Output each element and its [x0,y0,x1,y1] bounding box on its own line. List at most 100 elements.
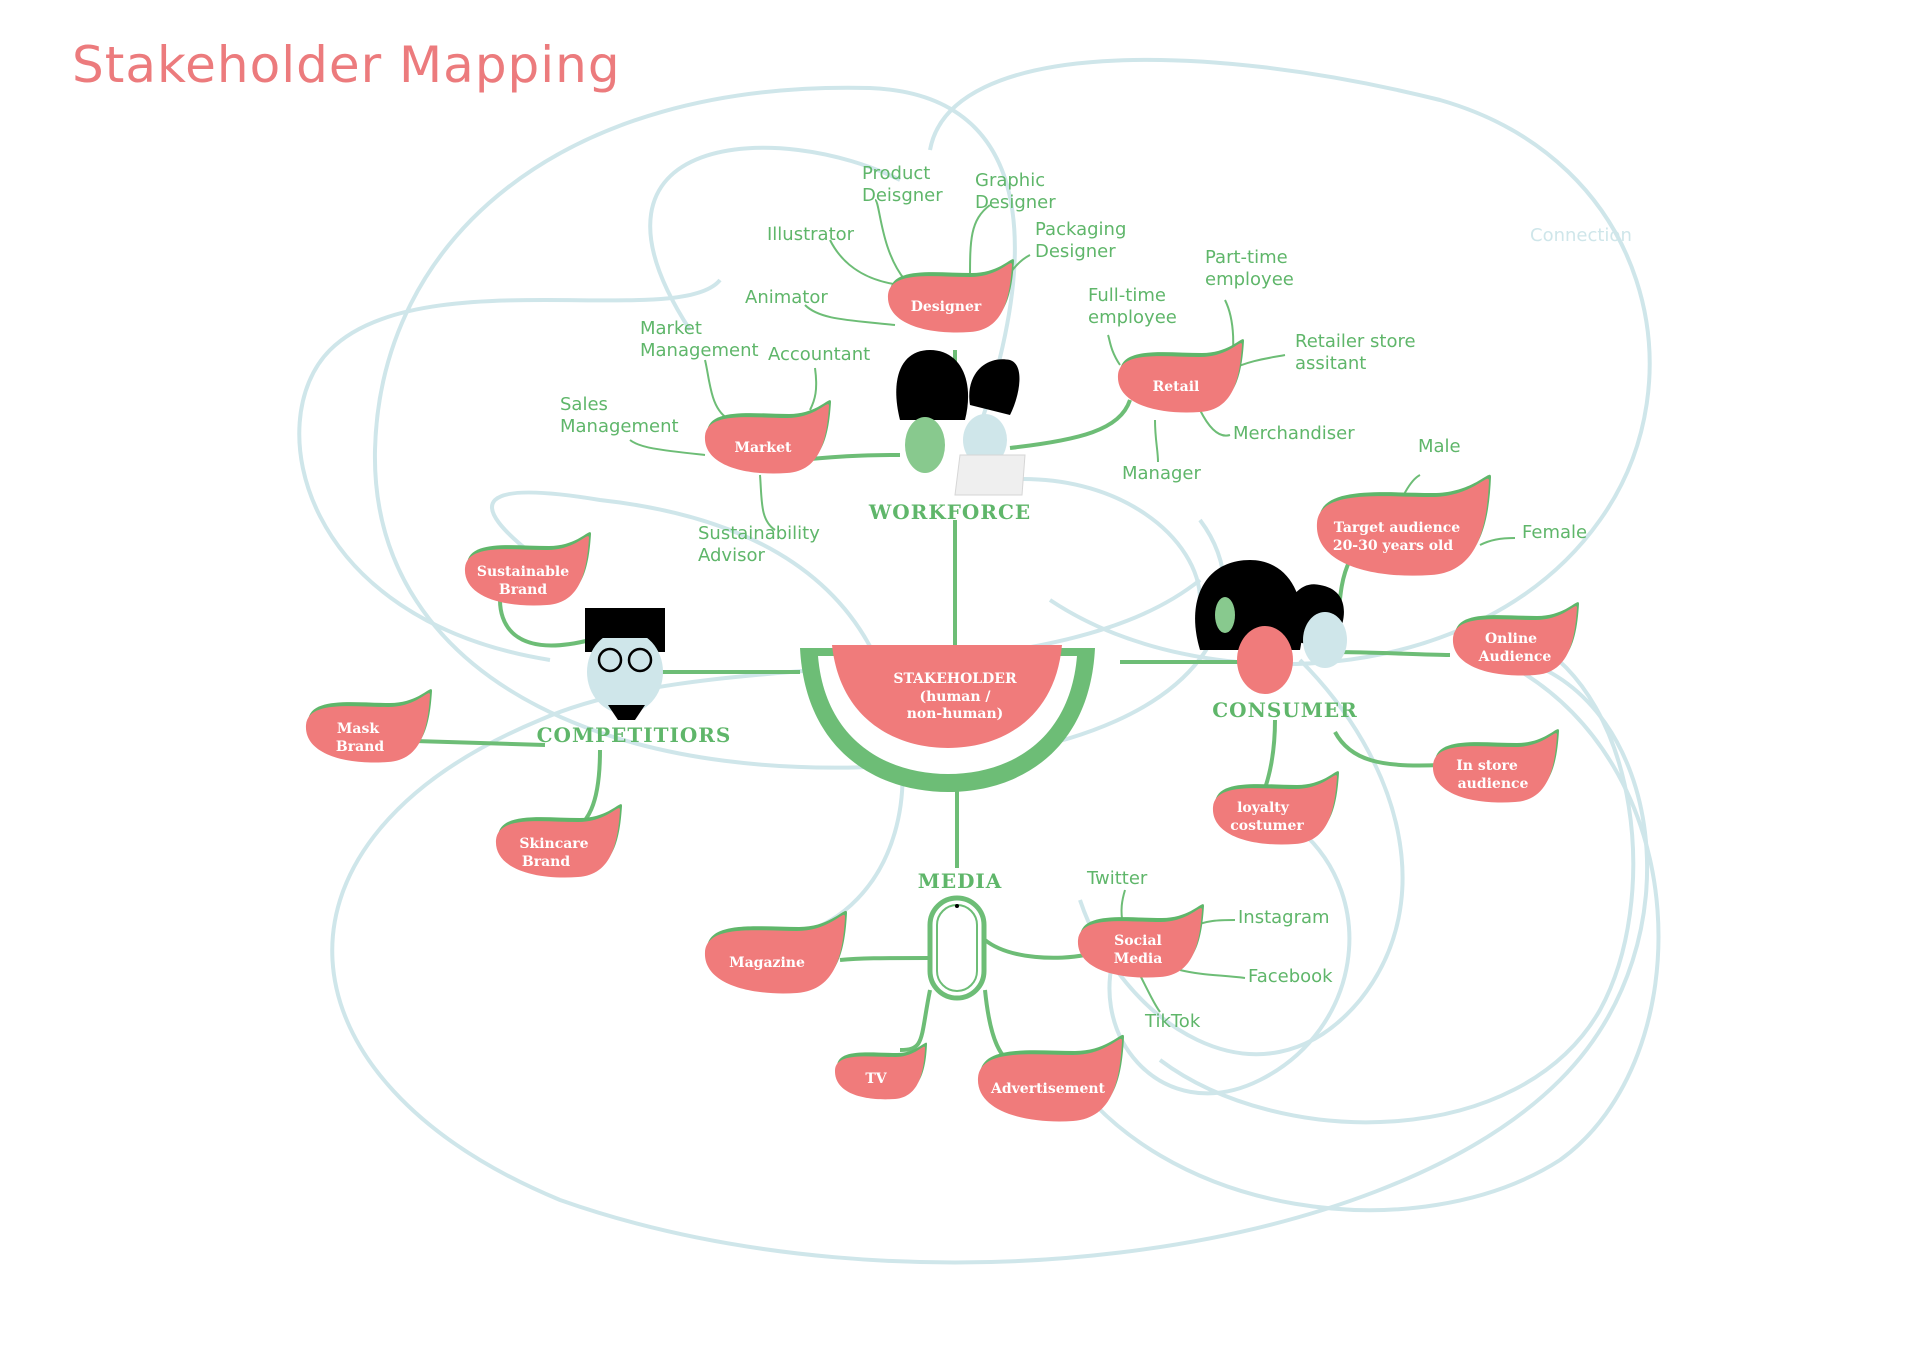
laptop-icon [954,454,1026,496]
leaf-animator: Animator [745,287,828,308]
edge-competitors-sustainable [498,599,591,648]
node-label: Media [1114,951,1163,967]
node-market[interactable]: Market [704,400,831,474]
node-label: Brand [522,854,570,870]
face-icon [1237,626,1293,694]
edge-workforce-retail [1009,399,1132,450]
node-label: loyalty [1237,800,1290,816]
leaf-retailer-store-1: Retailer store [1295,331,1416,352]
node-mask-brand[interactable]: Mask Brand [305,689,432,763]
face-icon [963,414,1007,466]
leaf-edge [804,304,896,326]
leaf-edge [809,367,818,411]
edge-media-social [983,938,1086,960]
connection-loop [1058,658,1661,1213]
leaf-edge [759,474,776,531]
node-loyalty-customer[interactable]: loyalty costumer [1212,771,1339,845]
node-label: Brand [336,739,384,755]
connection-loop [928,57,1652,667]
leaf-facebook: Facebook [1248,966,1333,987]
leaf-edge [1199,409,1231,437]
leaf-merchandiser: Merchandiser [1233,423,1355,444]
watermelon-flesh [832,645,1062,748]
leaf-edge [1179,969,1246,979]
leaf-edges [629,199,1516,1013]
leaf-edge [1107,334,1121,366]
phone-screen-icon [936,904,978,992]
leaf-tiktok: TikTok [1144,1011,1201,1032]
edge-consumer-instore [1333,731,1441,768]
media-phone [927,895,987,1001]
leaf-sustainability-advisor-1: Sustainability [698,523,820,544]
leaf-packaging-designer-2: Designer [1035,241,1116,262]
leaf-graphic-designer-1: Graphic [975,170,1045,191]
node-label: Designer [911,299,982,315]
node-label: In store [1456,758,1518,774]
node-magazine[interactable]: Magazine [704,910,847,994]
connection-loop [999,477,1202,601]
node-label: Online [1485,631,1537,647]
connection-loop [1078,658,1405,1057]
leaf-instagram: Instagram [1238,907,1330,928]
node-label: Retail [1153,379,1200,395]
body-icon [608,705,645,720]
leaf-edge [704,359,731,421]
node-sustainable-brand[interactable]: Sustainable Brand [464,532,591,606]
node-advertisement[interactable]: Advertisement [977,1034,1124,1122]
node-tv[interactable]: TV [834,1042,927,1100]
node-label: Audience [1478,649,1552,665]
face-icon [1303,612,1347,668]
node-label: Skincare [519,836,588,852]
hair-icon [585,608,665,638]
connection-legend: Connection [1530,225,1632,246]
node-label: Advertisement [990,1081,1106,1097]
edge-competitors-mask [414,739,546,747]
node-online-audience[interactable]: Online Audience [1452,602,1579,676]
node-label: Sustainable [477,564,569,580]
competitors-figure [585,608,665,720]
leaf-part-time-2: employee [1205,269,1294,290]
node-label: Social [1114,933,1162,949]
page-title: Stakeholder Mapping [72,36,621,94]
edge-media-magazine [839,956,931,962]
leaf-labels: Product Deisgner Graphic Designer Packag… [560,163,1587,1032]
leaf-twitter: Twitter [1086,868,1148,889]
stakeholder-nodes: Designer Retail Market Sustainable Brand… [305,259,1579,1122]
leaf-edge [969,204,991,281]
consumer-figure [1195,560,1347,694]
connection-loop [648,145,901,332]
main-edges [414,350,1451,1072]
node-label: TV [865,1071,887,1087]
hair-icon [969,359,1020,415]
node-label: costumer [1230,818,1304,834]
leaf-edge [829,239,901,286]
leaf-market-management-2: Management [640,340,759,361]
node-skincare-brand[interactable]: Skincare Brand [495,804,622,878]
node-label: Mask [337,721,379,737]
node-in-store-audience[interactable]: In store audience [1432,729,1559,803]
leaf-sustainability-advisor-2: Advisor [698,545,765,566]
leaf-edge [629,439,706,456]
center-subtitle-2: non-human) [907,706,1004,722]
node-designer[interactable]: Designer [887,259,1014,333]
leaf-product-designer-1: Product [862,163,930,184]
node-target-audience[interactable]: Target audience 20-30 years old [1316,474,1491,576]
hair-icon [896,350,969,420]
leaf-sales-management-1: Sales [560,394,608,415]
leaf-male: Male [1418,436,1461,457]
hub-media: MEDIA [918,869,1003,893]
leaf-manager: Manager [1122,463,1201,484]
hub-workforce: WORKFORCE [868,500,1031,524]
leaf-female: Female [1522,522,1587,543]
glasses-icon [627,647,653,673]
leaf-full-time-1: Full-time [1088,285,1166,306]
connection-loops [297,57,1661,1265]
node-retail[interactable]: Retail [1117,339,1244,413]
face-icon [587,630,663,714]
leaf-illustrator: Illustrator [767,224,855,245]
connection-loop [1158,638,1636,1125]
leaf-graphic-designer-2: Designer [975,192,1056,213]
edge-media-tv [899,989,932,1052]
node-social-media[interactable]: Social Media [1077,904,1204,978]
leaf-part-time-1: Part-time [1205,247,1288,268]
